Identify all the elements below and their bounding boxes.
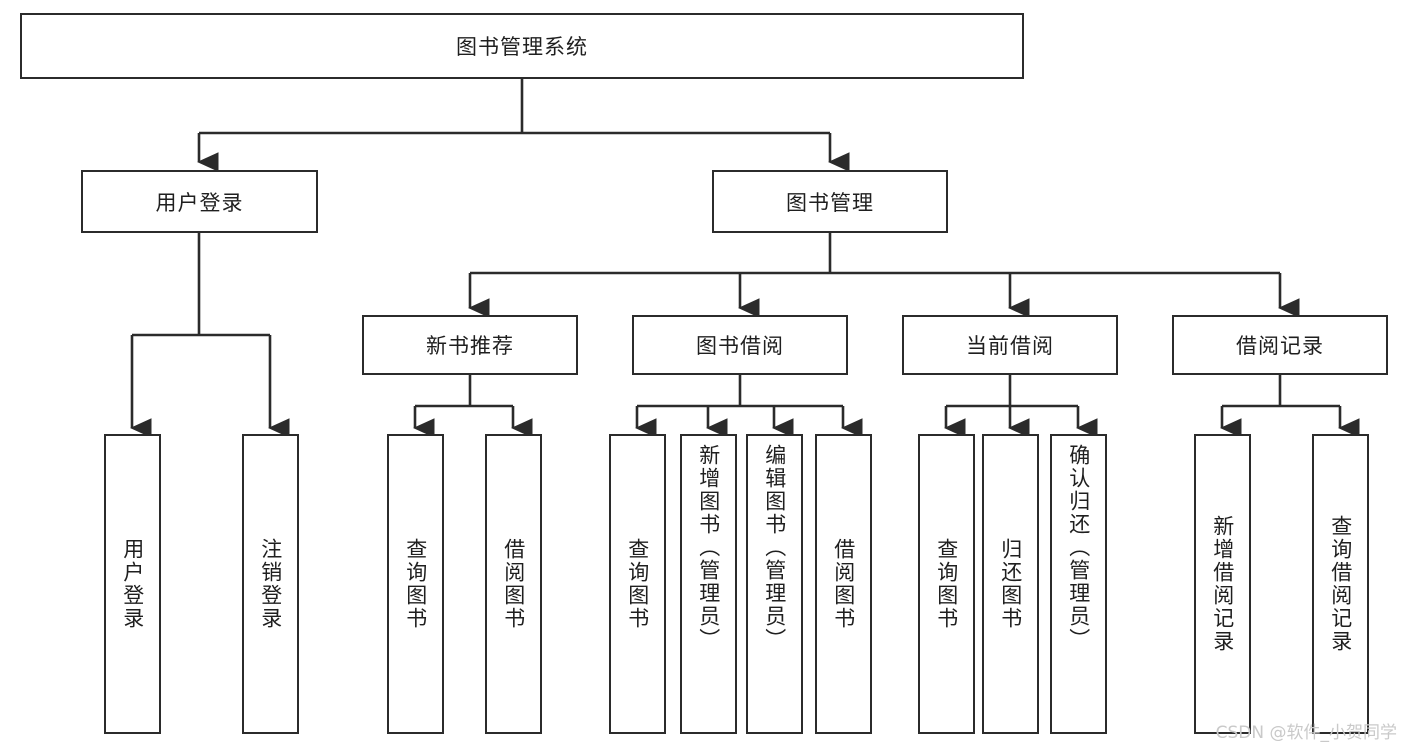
node-book-manage-label: 图书管理 (786, 190, 874, 215)
leaf-user-login-label: 用户登录 (120, 538, 145, 630)
node-root[interactable]: 图书管理系统 (20, 13, 1024, 79)
node-current-borrow-label: 当前借阅 (966, 334, 1054, 358)
leaf-add-book[interactable]: 新增图书（管理员） (680, 434, 737, 734)
leaf-query-book-2-label: 查询图书 (625, 538, 650, 630)
leaf-borrow-book-1-label: 借阅图书 (501, 538, 526, 630)
node-new-book-rec-label: 新书推荐 (426, 334, 514, 358)
leaf-edit-book-label: 编辑图书（管理员） (762, 444, 787, 651)
leaf-confirm-return[interactable]: 确认归还（管理员） (1050, 434, 1107, 734)
leaf-add-record-label: 新增借阅记录 (1210, 515, 1235, 653)
node-book-borrow-label: 图书借阅 (696, 334, 784, 358)
node-user-login[interactable]: 用户登录 (81, 170, 318, 233)
leaf-return-book[interactable]: 归还图书 (982, 434, 1039, 734)
leaf-user-logout[interactable]: 注销登录 (242, 434, 299, 734)
csdn-watermark: CSDN @软件_小贺同学 (1215, 723, 1397, 743)
node-new-book-rec[interactable]: 新书推荐 (362, 315, 578, 375)
leaf-borrow-book-2-label: 借阅图书 (831, 538, 856, 630)
leaf-query-book-1-label: 查询图书 (403, 538, 428, 630)
leaf-add-record[interactable]: 新增借阅记录 (1194, 434, 1251, 734)
node-user-login-label: 用户登录 (155, 190, 244, 215)
leaf-confirm-return-label: 确认归还（管理员） (1066, 444, 1091, 651)
node-borrow-record-label: 借阅记录 (1236, 334, 1324, 358)
leaf-user-logout-label: 注销登录 (258, 538, 283, 630)
node-current-borrow[interactable]: 当前借阅 (902, 315, 1118, 375)
leaf-user-login[interactable]: 用户登录 (104, 434, 161, 734)
leaf-query-record-label: 查询借阅记录 (1328, 515, 1353, 653)
node-borrow-record[interactable]: 借阅记录 (1172, 315, 1388, 375)
leaf-edit-book[interactable]: 编辑图书（管理员） (746, 434, 803, 734)
node-root-label: 图书管理系统 (456, 35, 588, 59)
leaf-query-book-3-label: 查询图书 (934, 538, 959, 630)
leaf-borrow-book-1[interactable]: 借阅图书 (485, 434, 542, 734)
leaf-query-book-3[interactable]: 查询图书 (918, 434, 975, 734)
node-book-borrow[interactable]: 图书借阅 (632, 315, 848, 375)
node-book-manage[interactable]: 图书管理 (712, 170, 948, 233)
leaf-add-book-label: 新增图书（管理员） (696, 444, 721, 651)
leaf-query-book-1[interactable]: 查询图书 (387, 434, 444, 734)
leaf-borrow-book-2[interactable]: 借阅图书 (815, 434, 872, 734)
leaf-return-book-label: 归还图书 (998, 538, 1023, 630)
leaf-query-record[interactable]: 查询借阅记录 (1312, 434, 1369, 734)
leaf-query-book-2[interactable]: 查询图书 (609, 434, 666, 734)
